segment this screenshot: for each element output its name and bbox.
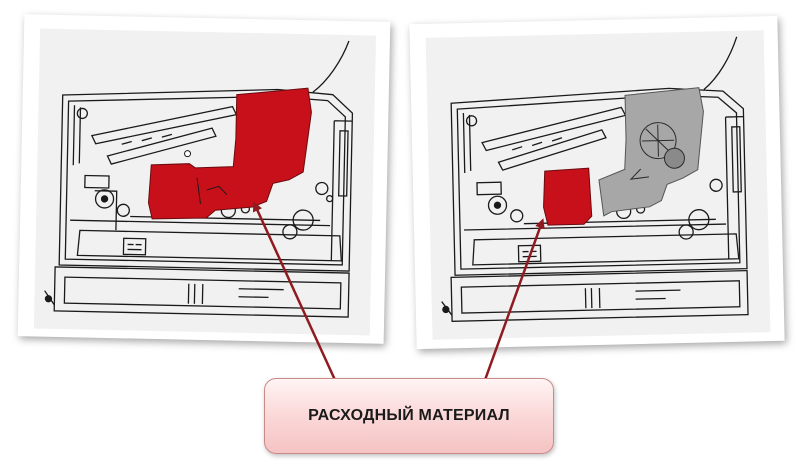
consumable-label-text: РАСХОДНЫЙ МАТЕРИАЛ <box>308 407 510 424</box>
printer-cross-section-left <box>33 28 377 336</box>
consumable-cartridge-highlight <box>147 87 312 220</box>
drum-unit-highlight <box>543 167 593 226</box>
diagram-full-cartridge <box>17 14 391 344</box>
consumable-label-box: РАСХОДНЫЙ МАТЕРИАЛ <box>264 378 554 454</box>
diagram-drum-section <box>409 15 785 350</box>
printer-cross-section-right <box>425 30 771 340</box>
toner-hopper-gray <box>598 87 704 217</box>
